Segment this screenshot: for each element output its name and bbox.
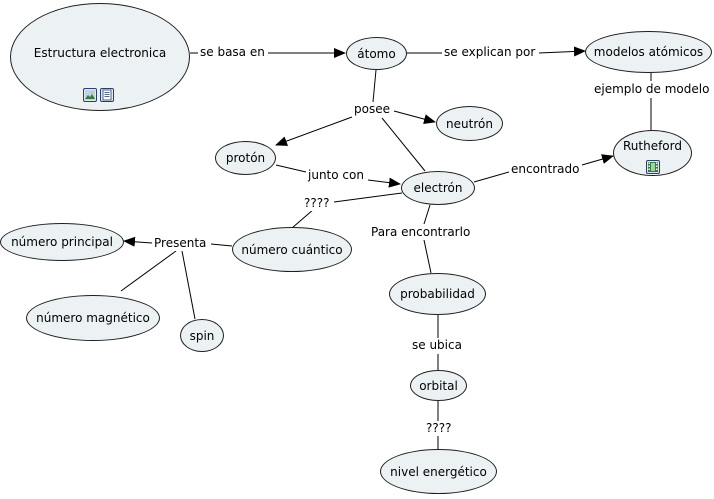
link-para-encontrarlo[interactable]: Para encontrarlo bbox=[369, 225, 473, 240]
link-posee[interactable]: posee bbox=[352, 102, 392, 117]
link-se-explican-por[interactable]: se explican por bbox=[442, 45, 538, 60]
concept-estructura-electronica[interactable]: Estructura electronica bbox=[10, 3, 190, 111]
concept-label: número principal bbox=[11, 235, 113, 249]
arrow-posee-to-proton bbox=[275, 116, 353, 146]
line-para-encontrarlo-to-probabilidad bbox=[423, 239, 432, 274]
concept-label: modelos atómicos bbox=[593, 45, 704, 59]
concept-neutron[interactable]: neutrón bbox=[436, 106, 503, 141]
concept-atomo[interactable]: átomo bbox=[346, 37, 407, 70]
concept-label: átomo bbox=[357, 46, 396, 61]
concept-modelos-atomicos[interactable]: modelos atómicos bbox=[585, 31, 712, 73]
concept-label: Estructura electronica bbox=[33, 46, 167, 60]
line-posee-to-electron bbox=[381, 117, 426, 172]
concept-spin[interactable]: spin bbox=[180, 319, 224, 352]
concept-label: número cuántico bbox=[241, 242, 343, 257]
concept-label: orbital bbox=[419, 378, 458, 393]
video-resource-icon[interactable] bbox=[646, 160, 660, 174]
arrow-posee-to-neutron bbox=[393, 110, 436, 124]
line-presenta-to-spin bbox=[181, 250, 196, 320]
line-interrogacion-1-to-numero-cuantico bbox=[291, 208, 315, 229]
concept-numero-magnetico[interactable]: número magnético bbox=[26, 295, 160, 341]
link-presenta[interactable]: Presenta bbox=[152, 236, 209, 251]
concept-rutheford[interactable]: Rutheford bbox=[613, 130, 692, 176]
link-se-ubica[interactable]: se ubica bbox=[410, 338, 464, 353]
document-resource-icon[interactable] bbox=[100, 88, 114, 102]
line-electron-to-para-encontrarlo bbox=[423, 204, 431, 225]
link-interrogacion-1[interactable]: ???? bbox=[302, 196, 332, 211]
concept-proton[interactable]: protón bbox=[215, 141, 276, 175]
line-presenta-to-numero-magnetico bbox=[120, 250, 177, 292]
concept-numero-cuantico[interactable]: número cuántico bbox=[232, 227, 352, 272]
concept-probabilidad[interactable]: probabilidad bbox=[389, 273, 486, 315]
concept-nivel-energetico[interactable]: nivel energético bbox=[380, 449, 497, 494]
line-numero-cuantico-to-presenta bbox=[210, 243, 233, 247]
link-se-basa-en[interactable]: se basa en bbox=[198, 45, 267, 60]
concept-label: protón bbox=[225, 151, 266, 165]
arrow-se-explican-por-to-modelos bbox=[538, 46, 586, 57]
concept-label: neutrón bbox=[446, 116, 493, 131]
line-electron-to-interrogacion-1 bbox=[333, 192, 403, 203]
concept-label: spin bbox=[189, 328, 215, 343]
line-atomo-to-posee bbox=[372, 69, 377, 103]
arrow-encontrado-to-rutheford bbox=[581, 154, 614, 166]
concept-label: probabilidad bbox=[400, 287, 475, 301]
concept-label: número magnético bbox=[36, 311, 150, 325]
concept-numero-principal[interactable]: número principal bbox=[0, 223, 124, 261]
link-ejemplo-de-modelo[interactable]: ejemplo de modelo bbox=[592, 82, 712, 97]
concept-label: Rutheford bbox=[622, 139, 682, 153]
arrow-presenta-to-numero-principal bbox=[123, 236, 153, 247]
link-interrogacion-2[interactable]: ???? bbox=[424, 421, 454, 436]
line-electron-to-encontrado bbox=[473, 171, 510, 183]
line-proton-to-junto-con bbox=[275, 164, 307, 173]
arrow-junto-con-to-electron bbox=[367, 177, 401, 188]
link-encontrado[interactable]: encontrado bbox=[509, 162, 582, 177]
link-junto-con[interactable]: junto con bbox=[306, 168, 366, 183]
concept-label: nivel energético bbox=[390, 464, 487, 479]
image-resource-icon[interactable] bbox=[83, 88, 97, 102]
concept-label: electrón bbox=[413, 181, 463, 195]
concept-electron[interactable]: electrón bbox=[401, 171, 475, 205]
concept-orbital[interactable]: orbital bbox=[410, 370, 467, 401]
